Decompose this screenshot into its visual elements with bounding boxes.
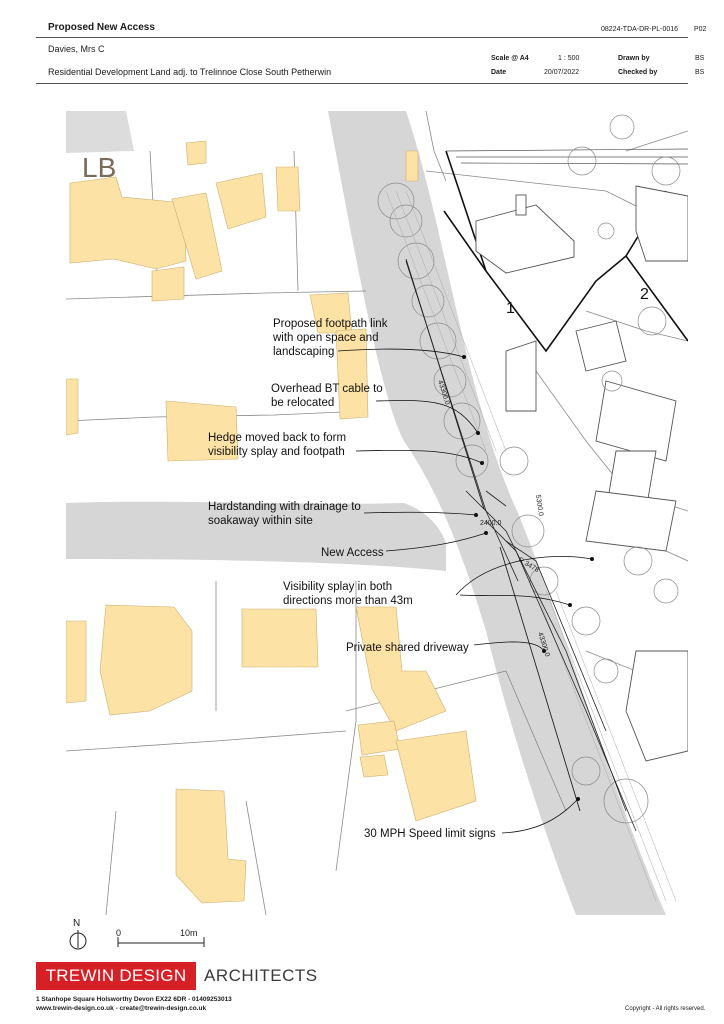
marker-lb: LB (82, 152, 116, 183)
title-bottom-divider (36, 83, 688, 84)
client-name: Davies, Mrs C (48, 44, 105, 54)
scale-label: Scale @ A4 (491, 55, 529, 62)
company-address: 1 Stanhope Square Holsworthy Devon EX22 … (36, 996, 232, 1003)
hatched-pond (445, 148, 688, 165)
annotation-footpath-line2: with open space and (272, 332, 379, 344)
north-arrow-icon (69, 930, 87, 950)
leader-lines (337, 348, 593, 834)
existing-houses (475, 185, 688, 762)
date-value: 20/07/2022 (544, 69, 580, 76)
annotation-speed-signs: 30 MPH Speed limit signs (364, 828, 496, 840)
site-plan: LB 1 2 43300.0 5300.0 2400.0 R 3478 4330… (66, 111, 688, 915)
annotation-footpath-line3: landscaping (273, 346, 334, 358)
annotation-new-access: New Access (321, 547, 384, 559)
revision: P02 (694, 26, 707, 33)
annotation-bt-cable-line1: Overhead BT cable to (271, 383, 383, 395)
title-divider (36, 37, 688, 38)
date-label: Date (491, 69, 507, 76)
annotation-hedge-line1: Hedge moved back to form (208, 432, 346, 444)
visibility-splay (405, 258, 581, 812)
buildings (66, 140, 477, 904)
drawing-number: 08224-TDA-DR-PL-0016 (601, 26, 679, 33)
copyright: Copyright - All rights reserved. (625, 1006, 706, 1012)
hedge-hatching (385, 190, 677, 902)
plot-1-label: 1 (506, 300, 515, 317)
drawing-title: Proposed New Access (48, 22, 155, 33)
drawn-by-label: Drawn by (618, 55, 650, 62)
logo-suffix: ARCHITECTS (204, 966, 318, 985)
dimension-2400: 2400.0 (480, 520, 502, 527)
leader-dots (462, 355, 594, 801)
project-name: Residential Development Land adj. to Tre… (48, 67, 332, 77)
annotation-hedge-line2: visibility splay and footpath (208, 446, 345, 458)
annotation-driveway: Private shared driveway (346, 642, 469, 654)
annotation-hardstanding-line2: soakaway within site (208, 515, 313, 527)
company-web: www.trewin-design.co.uk - create@trewin-… (36, 1005, 207, 1012)
drawn-by-value: BS (695, 55, 705, 62)
annotation-bt-cable-line2: be relocated (271, 397, 334, 409)
scale-bar (117, 937, 205, 947)
annotation-visibility-line1: Visibility splay in both (283, 581, 392, 593)
scale-value: 1 : 500 (558, 55, 580, 62)
plot-2-label: 2 (640, 286, 649, 303)
annotation-hardstanding-line1: Hardstanding with drainage to (208, 501, 361, 513)
checked-by-label: Checked by (618, 69, 658, 76)
main-road (328, 111, 666, 915)
annotation-footpath-line1: Proposed footpath link (273, 318, 388, 330)
scale-bar-zero: 0 (116, 928, 122, 938)
north-label: N (73, 918, 81, 929)
top-left-road (66, 111, 134, 153)
side-road (66, 501, 446, 571)
logo-text: TREWIN DESIGN (45, 966, 187, 985)
checked-by-value: BS (695, 69, 705, 76)
dimension-5300: 5300.0 (534, 494, 544, 516)
scale-bar-ten: 10m (180, 928, 198, 938)
company-logo: TREWIN DESIGN (36, 962, 196, 990)
annotation-visibility-line2: directions more than 43m (283, 595, 413, 607)
